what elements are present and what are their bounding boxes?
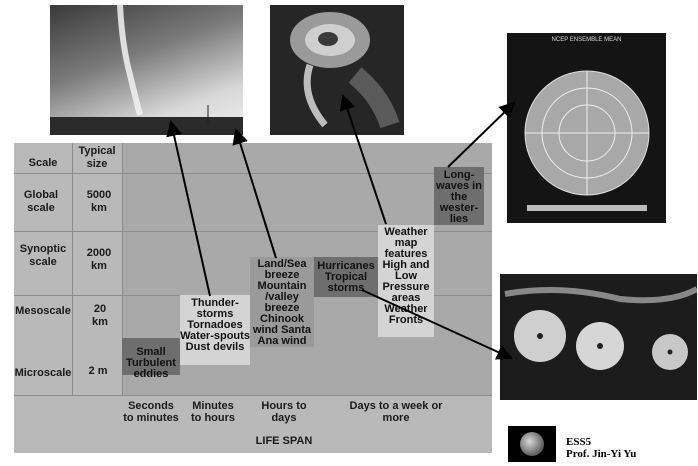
author-label: Prof. Jin-Yi Yu: [566, 448, 636, 460]
arrow-thunderstorms-to-tornado: [171, 122, 210, 296]
arrow-local-winds-to-cyclone: [236, 130, 276, 258]
earth-icon: [508, 426, 556, 462]
arrow-weather-map-to-cyclone: [343, 96, 386, 224]
arrow-longwaves-to-map: [448, 103, 514, 167]
arrow-hurricanes-to-photo: [362, 290, 511, 358]
course-label: ESS5: [566, 436, 591, 448]
